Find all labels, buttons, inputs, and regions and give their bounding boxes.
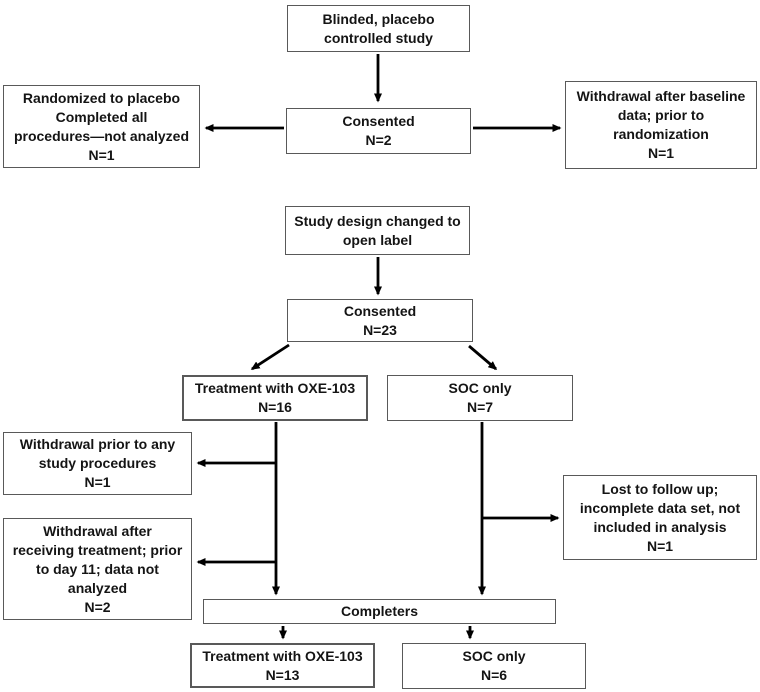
node-lost-to-followup: Lost to follow up; incomplete data set, … [563,475,757,560]
node-label: Blinded, placebo controlled study [322,10,435,46]
node-soc-only-n6: SOC only N=6 [402,643,586,689]
node-label: Completers [340,603,419,619]
node-soc-only-n7: SOC only N=7 [387,375,573,421]
node-treatment-oxe103-n16: Treatment with OXE-103 N=16 [182,375,368,421]
node-consented-n23: Consented N=23 [287,299,473,342]
node-treatment-oxe103-n13: Treatment with OXE-103 N=13 [190,643,375,688]
node-study-design-changed: Study design changed to open label [285,206,470,255]
node-withdrawal-after-treatment: Withdrawal after receiving treatment; pr… [3,518,192,620]
arrow-consented23-to-treatment16 [250,343,290,371]
node-blinded-placebo-study: Blinded, placebo controlled study [287,5,470,52]
node-label: SOC only N=7 [448,380,512,415]
node-label: Withdrawal after baseline data; prior to… [576,88,746,161]
node-label: SOC only N=6 [462,648,526,683]
node-consented-n2: Consented N=2 [286,108,471,154]
node-completers: Completers [203,599,556,624]
node-label: Treatment with OXE-103 N=16 [194,380,356,415]
node-label: Consented N=23 [343,302,417,338]
node-label: Lost to follow up; incomplete data set, … [579,480,741,554]
node-label: Study design changed to open label [294,212,461,248]
node-withdrawal-prior-procedures: Withdrawal prior to any study procedures… [3,432,192,495]
node-label: Withdrawal prior to any study procedures… [19,436,176,490]
node-withdrawal-after-baseline: Withdrawal after baseline data; prior to… [565,81,757,169]
node-randomized-to-placebo: Randomized to placebo Completed all proc… [3,85,200,168]
node-label: Treatment with OXE-103 N=13 [202,647,363,683]
node-label: Withdrawal after receiving treatment; pr… [12,522,183,615]
node-label: Randomized to placebo Completed all proc… [13,89,190,163]
node-label: Consented N=2 [342,113,415,148]
arrow-consented23-to-soc7 [468,344,498,371]
